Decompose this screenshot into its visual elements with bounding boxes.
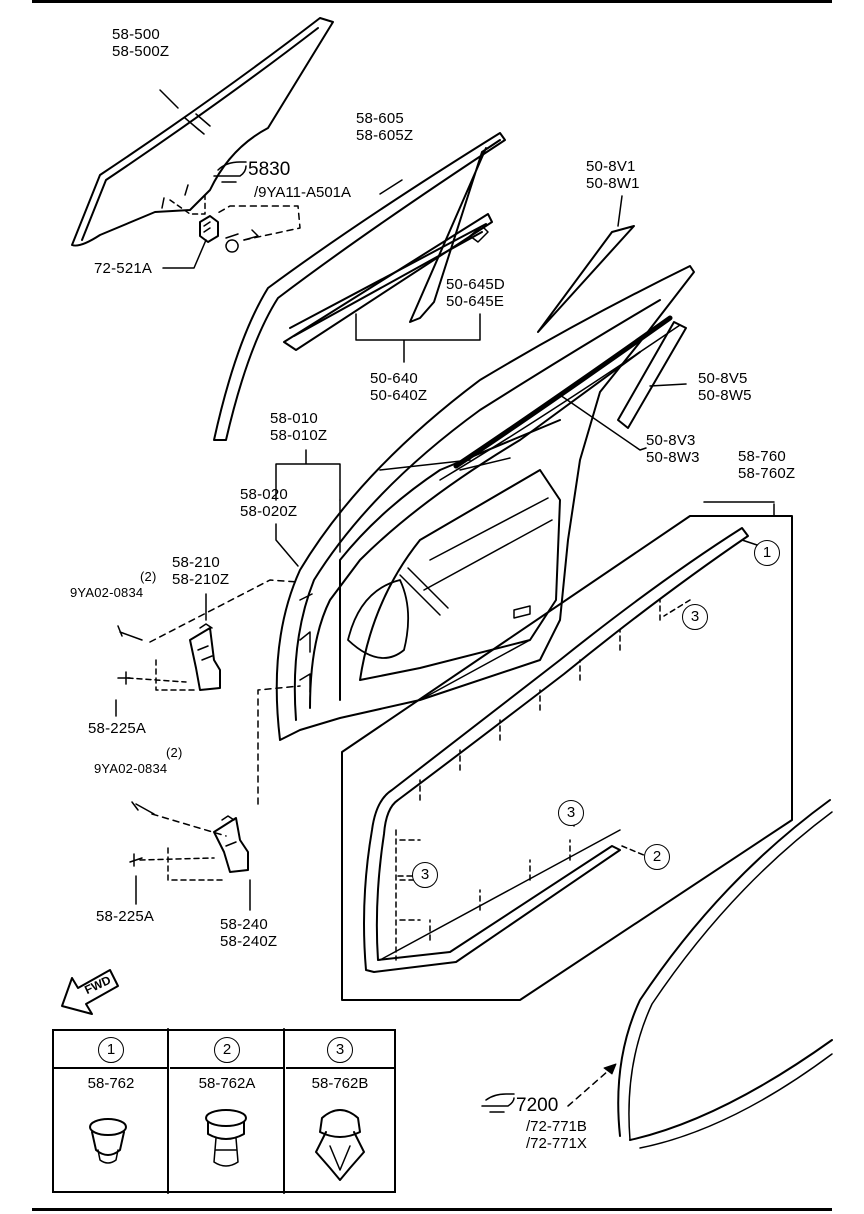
part-number: 50-8W3 <box>646 449 700 466</box>
part-number: 58-010 <box>270 410 318 427</box>
legend-header: 1 <box>54 1031 168 1069</box>
callout-lower-hinge: 58-240 58-240Z <box>220 916 277 950</box>
clip-icon <box>89 1118 127 1164</box>
callout-upper-hinge: 58-210 58-210Z <box>172 554 229 588</box>
legend-marker: 2 <box>214 1037 240 1063</box>
beltline-moulding-drawing <box>283 213 493 363</box>
upper-hinge-drawing <box>115 579 299 717</box>
callout-weatherstrip: 58-760 58-760Z <box>738 448 795 482</box>
legend-grid <box>167 1028 285 1194</box>
legend-header: 2 <box>170 1031 284 1069</box>
callout-beltline-moulding: 50-640 50-640Z <box>370 370 427 404</box>
ref-7200-line: /72-771X <box>526 1135 587 1152</box>
bolt-lower-qty: (2) <box>166 745 183 760</box>
callout-bolt-lower: 9YA02-0834 <box>94 761 168 776</box>
legend-header: 3 <box>286 1031 394 1069</box>
part-number: 58-760Z <box>738 465 796 482</box>
part-number: 58-500Z <box>112 43 170 60</box>
part-number: 58-500 <box>112 26 160 43</box>
clip-marker-3: 3 <box>412 862 438 888</box>
clip-marker-2: 2 <box>644 844 670 870</box>
callout-nut-upper: 58-225A <box>88 720 147 737</box>
legend-column: 1 58-762 <box>54 1031 168 1191</box>
part-number: 58-210Z <box>172 571 230 588</box>
pointing-hand-icon <box>213 161 247 183</box>
weatherstrip-box <box>341 501 793 1001</box>
fwd-arrow-icon <box>61 969 119 1015</box>
triangle-trim-drawing <box>537 195 635 333</box>
body-weatherstrip-drawing <box>567 799 833 1149</box>
part-number: 58-010Z <box>270 427 328 444</box>
part-number: 58-210 <box>172 554 220 571</box>
ref-7200-line: /72-771B <box>526 1118 587 1135</box>
clip-marker-1: 1 <box>754 540 780 566</box>
part-number: 50-8W5 <box>698 387 752 404</box>
ref-5830-sub: /9YA11-A501A <box>254 184 352 201</box>
legend-part-number: 58-762 <box>87 1075 135 1092</box>
door-leaders <box>275 394 647 567</box>
part-number: 50-8V1 <box>586 158 636 175</box>
part-number: 58-020Z <box>240 503 298 520</box>
callout-door-shell: 58-020 58-020Z <box>240 486 297 520</box>
part-number: 58-020 <box>240 486 288 503</box>
legend-marker: 3 <box>327 1037 353 1063</box>
part-number: 50-640Z <box>370 387 428 404</box>
clip-legend: 1 58-762 2 58-762A 3 58-762B <box>52 1029 396 1193</box>
pointing-hand-icon <box>481 1093 515 1113</box>
part-number: 58-760 <box>738 448 786 465</box>
part-number: 50-640 <box>370 370 418 387</box>
sash-trim-rear-drawing <box>617 321 687 429</box>
clip-icon <box>205 1109 247 1167</box>
part-number: 50-8V5 <box>698 370 748 387</box>
bolt-upper-qty: (2) <box>140 569 157 584</box>
clip-marker-3: 3 <box>682 604 708 630</box>
window-glass-drawing <box>71 17 334 247</box>
glass-clip-drawing <box>159 89 301 269</box>
part-number: 58-605 <box>356 110 404 127</box>
part-number: 50-8W1 <box>586 175 640 192</box>
legend-part-number: 58-762B <box>311 1075 369 1092</box>
part-number: 50-645E <box>446 293 505 310</box>
part-number: 58-240Z <box>220 933 278 950</box>
glass-channel-drawing <box>213 132 506 441</box>
lower-hinge-drawing <box>129 685 301 911</box>
callout-glass-channel: 58-605 58-605Z <box>356 110 413 144</box>
callout-sash-trim-rear: 50-8V5 50-8W5 <box>698 370 752 404</box>
door-body-drawing <box>275 265 695 741</box>
callout-bolt-upper: 9YA02-0834 <box>70 585 144 600</box>
legend-column: 3 58-762B <box>286 1031 394 1191</box>
callout-nut-lower: 58-225A <box>96 908 155 925</box>
part-number: 58-240 <box>220 916 268 933</box>
ref-7200: 7200 <box>516 1095 559 1116</box>
legend-column: 2 58-762A <box>170 1031 284 1191</box>
callout-sash-trim-front: 50-8V3 50-8W3 <box>646 432 700 466</box>
callout-door-panel: 58-010 58-010Z <box>270 410 327 444</box>
part-number: 50-8V3 <box>646 432 696 449</box>
callout-glass-clip: 72-521A <box>94 260 153 277</box>
callout-outer-clip: 50-645D 50-645E <box>446 276 505 310</box>
ref-5830: 5830 <box>248 159 291 180</box>
part-number: 58-605Z <box>356 127 414 144</box>
clip-marker-3: 3 <box>558 800 584 826</box>
ref-7200-sub: /72-771B /72-771X <box>526 1118 587 1152</box>
part-number: 50-645D <box>446 276 505 293</box>
clip-icon <box>315 1109 365 1181</box>
legend-part-number: 58-762A <box>198 1075 256 1092</box>
bottom-rule <box>32 1208 832 1211</box>
top-rule <box>32 0 832 3</box>
callout-triangle-trim: 50-8V1 50-8W1 <box>586 158 640 192</box>
callout-window-glass: 58-500 58-500Z <box>112 26 169 60</box>
legend-marker: 1 <box>98 1037 124 1063</box>
